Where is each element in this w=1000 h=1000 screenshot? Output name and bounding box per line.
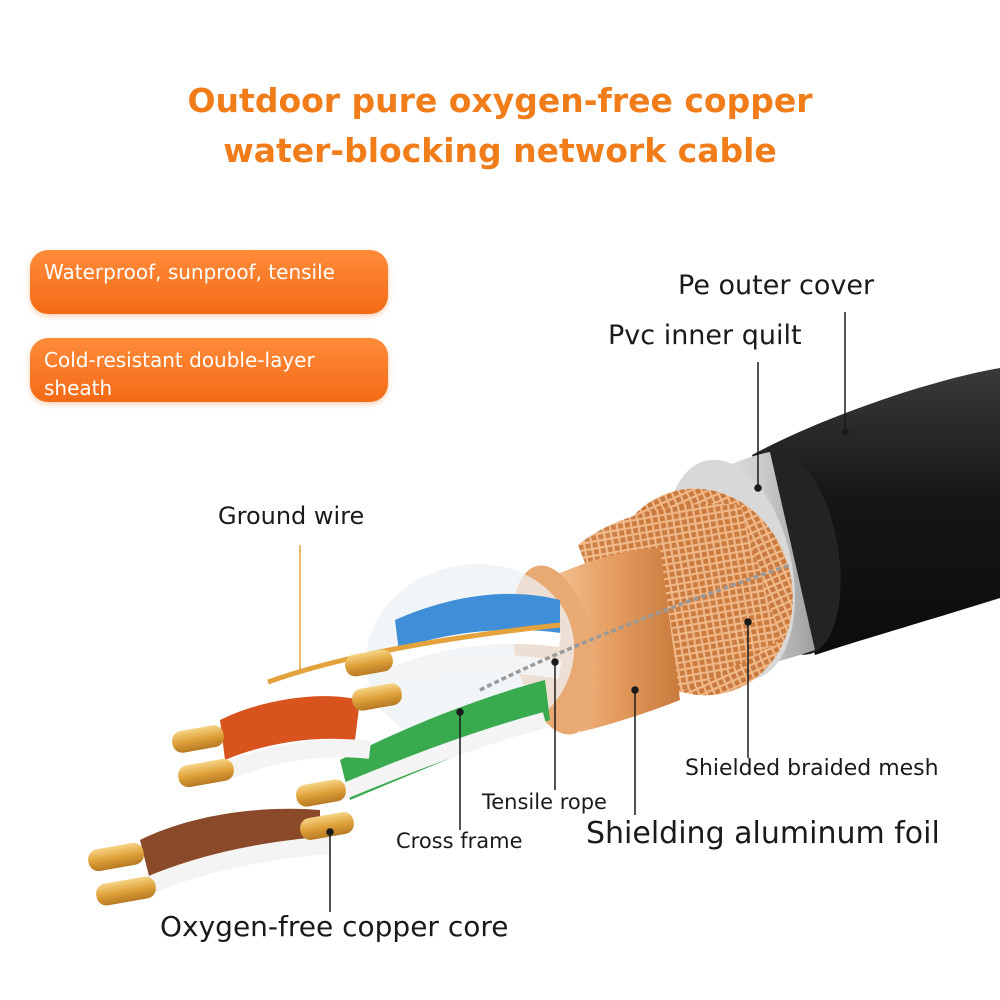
label-pe-outer-cover: Pe outer cover xyxy=(678,270,875,301)
page-title: Outdoor pure oxygen-free copper water-bl… xyxy=(0,76,1000,176)
label-oxygen-free-copper-core: Oxygen-free copper core xyxy=(160,910,509,943)
label-ground-wire: Ground wire xyxy=(218,502,365,530)
label-shielded-braided-mesh: Shielded braided mesh xyxy=(685,756,939,781)
twisted-pair-brown xyxy=(140,808,331,894)
tensile-rope-shape xyxy=(479,563,791,692)
leader-lines xyxy=(299,312,849,912)
label-cross-frame: Cross frame xyxy=(396,829,523,853)
title-line-1: Outdoor pure oxygen-free copper xyxy=(187,81,813,120)
title-line-2: water-blocking network cable xyxy=(223,131,777,170)
label-pvc-inner-quilt: Pvc inner quilt xyxy=(608,320,802,351)
label-tensile-rope: Tensile rope xyxy=(482,790,607,814)
twisted-pair-orange xyxy=(220,696,372,779)
label-shielding-aluminum-foil: Shielding aluminum foil xyxy=(586,816,940,851)
feature-badge-cold-resistant: Cold-resistant double-layer sheath xyxy=(30,338,388,402)
twisted-pair-green xyxy=(331,680,550,803)
feature-badge-waterproof: Waterproof, sunproof, tensile xyxy=(30,250,388,314)
copper-conductors xyxy=(88,649,402,906)
